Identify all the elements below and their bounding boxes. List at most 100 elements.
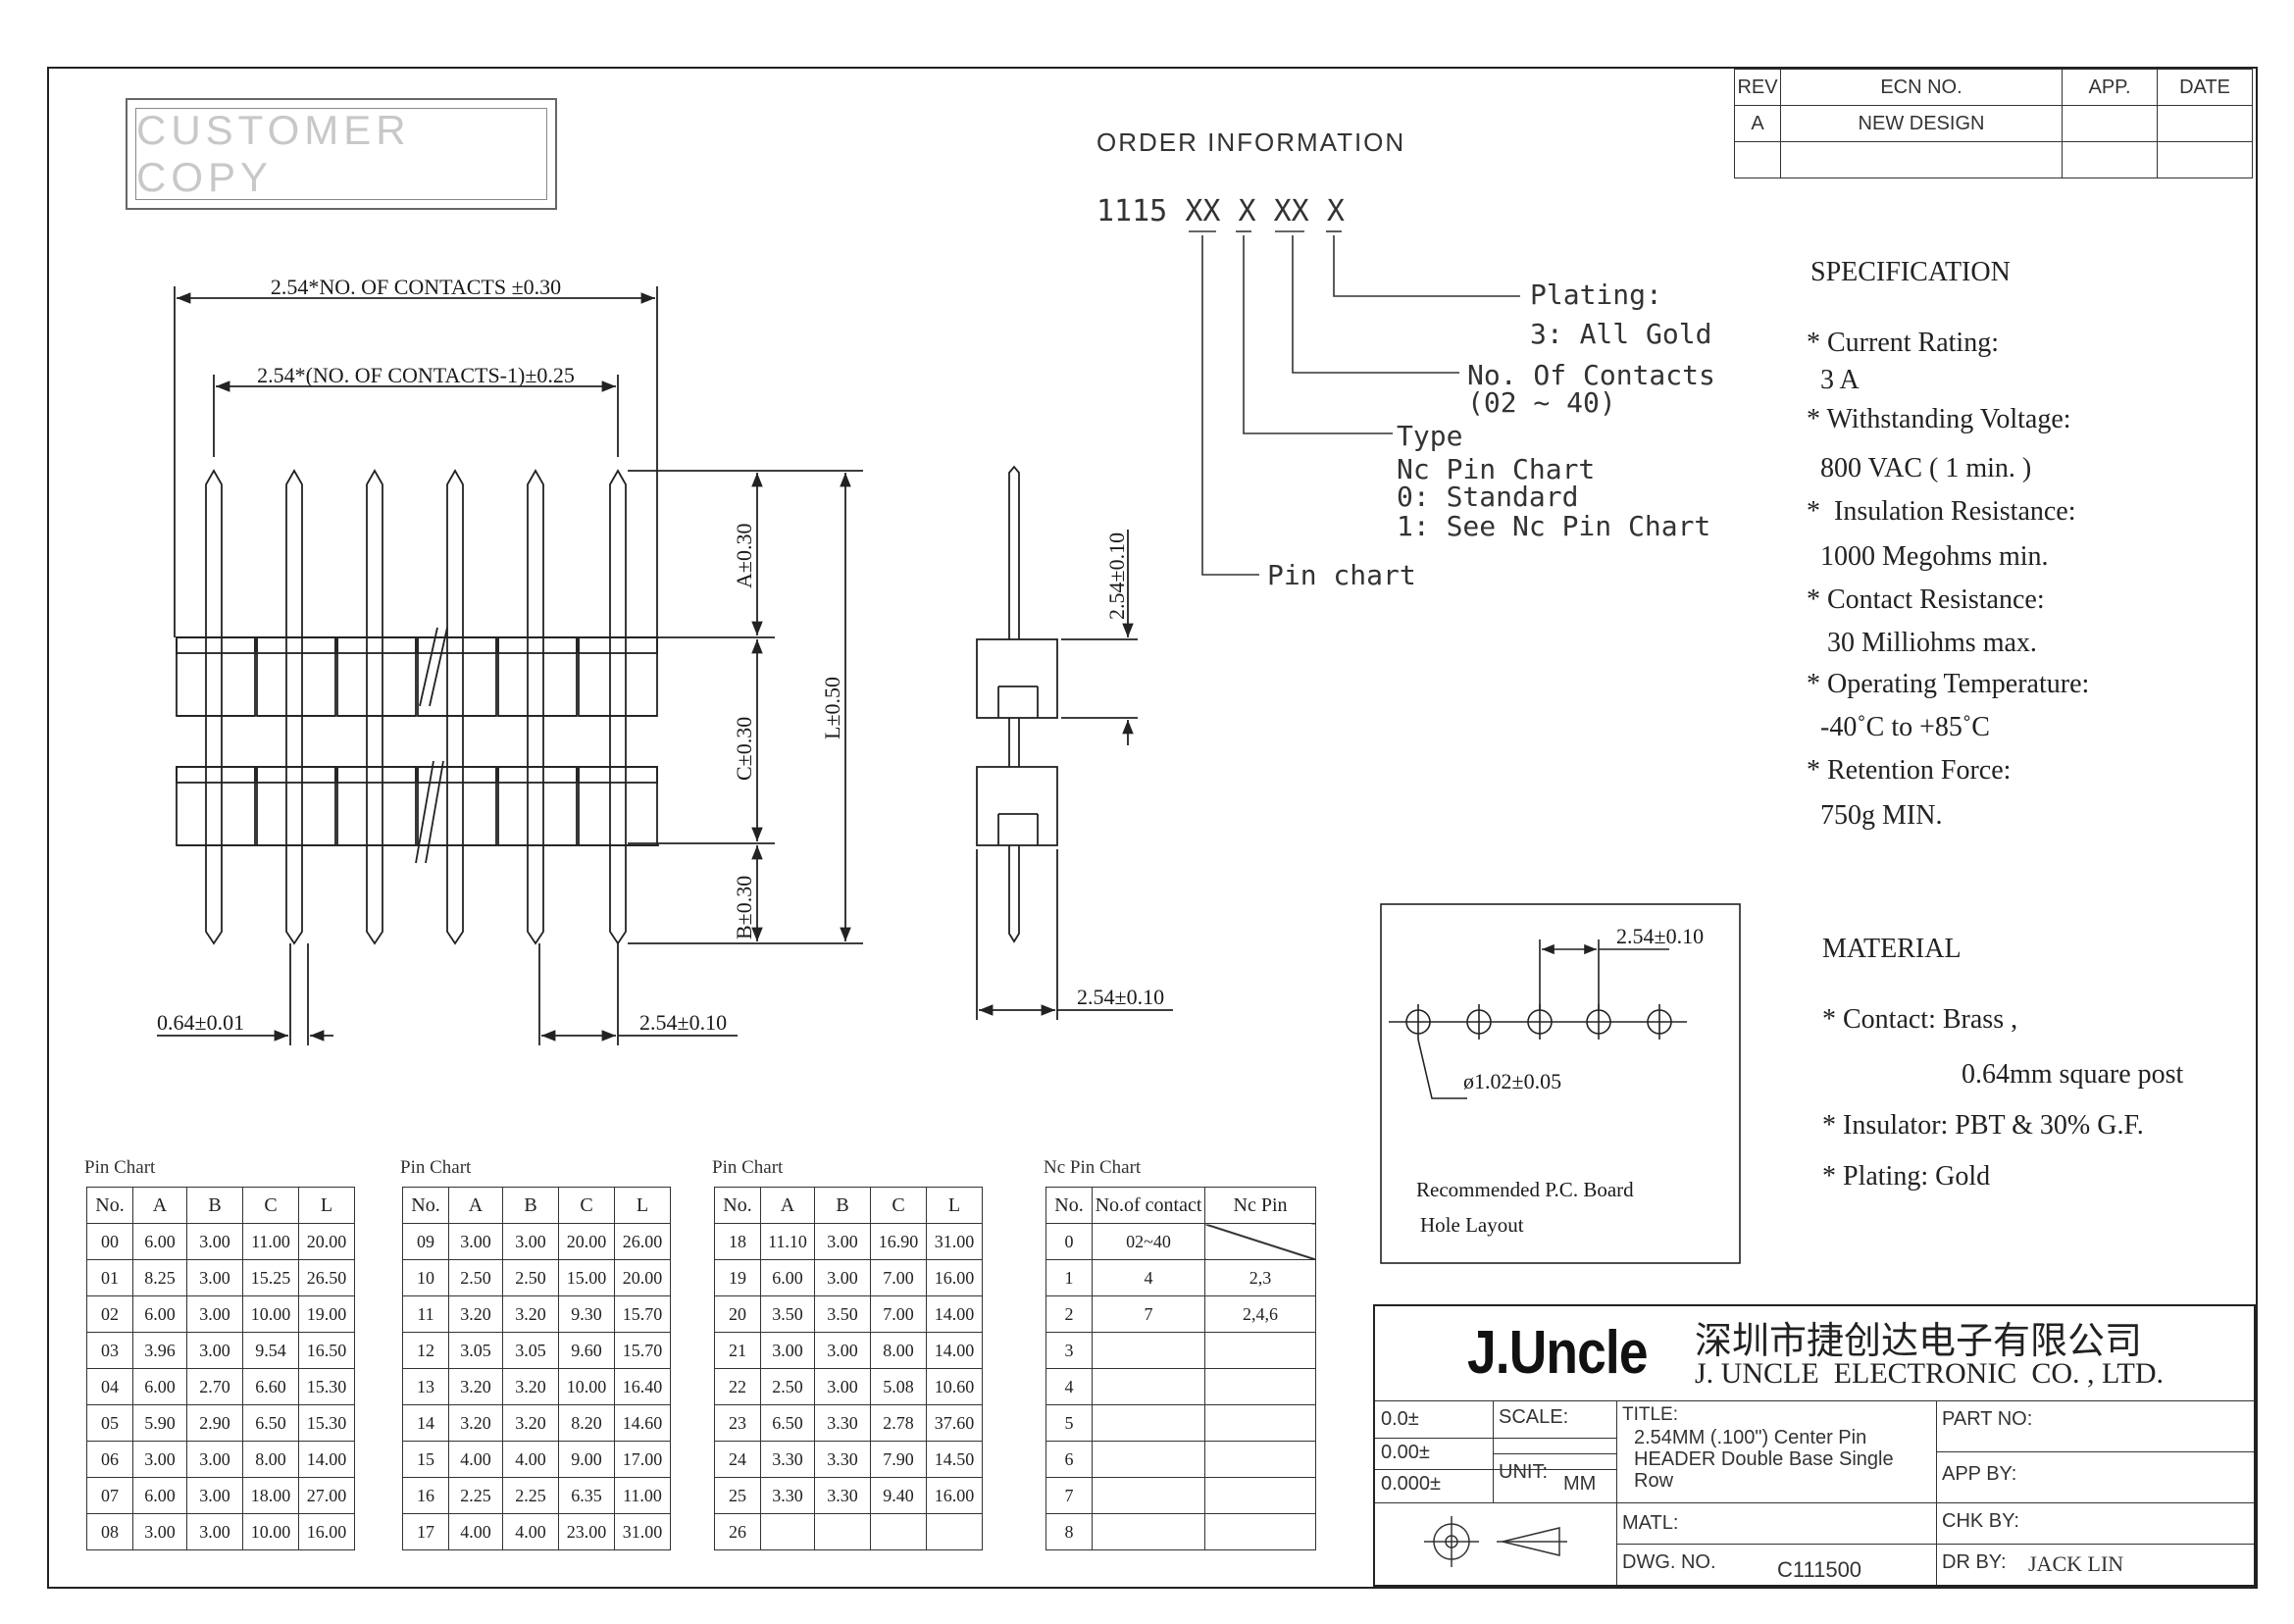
dim-l: L±0.50 xyxy=(820,677,844,739)
type-line: 1: See Nc Pin Chart xyxy=(1397,510,1711,542)
table-cell: 8 xyxy=(1045,1513,1093,1550)
table-cell: 3.00 xyxy=(186,1259,243,1296)
table-cell xyxy=(926,1513,983,1550)
column-header: L xyxy=(298,1187,355,1224)
tolerance-1: 0.0± xyxy=(1381,1408,1419,1430)
table-cell: 02 xyxy=(86,1295,133,1333)
unit-label: UNIT: xyxy=(1499,1461,1548,1483)
material-line: 0.64mm square post xyxy=(1962,1059,2184,1090)
table-cell: 2,4,6 xyxy=(1204,1295,1316,1333)
table-cell: 11.00 xyxy=(242,1223,299,1260)
column-header: B xyxy=(814,1187,871,1224)
side-view xyxy=(976,465,1173,1020)
table-cell: 3.30 xyxy=(814,1441,871,1478)
table-cell: 3.50 xyxy=(760,1295,815,1333)
material-title: MATERIAL xyxy=(1822,934,1962,964)
type-line: Nc Pin Chart xyxy=(1397,453,1596,485)
part-no-label: PART NO: xyxy=(1942,1408,2033,1430)
table-cell: 14.60 xyxy=(614,1404,671,1442)
dr-by-value: JACK LIN xyxy=(2028,1551,2124,1576)
table-cell xyxy=(1204,1477,1316,1514)
table-cell: 10 xyxy=(402,1259,449,1296)
table-cell: 2 xyxy=(1045,1295,1093,1333)
dim-a: A±0.30 xyxy=(732,524,756,588)
table-cell: 8.00 xyxy=(242,1441,299,1478)
table-cell: 11.10 xyxy=(760,1223,815,1260)
table-cell: 1 xyxy=(1045,1259,1093,1296)
table-cell: 3.00 xyxy=(814,1368,871,1405)
table-cell: 6.35 xyxy=(558,1477,615,1514)
table-cell xyxy=(1204,1513,1316,1550)
table-cell: 4.00 xyxy=(448,1513,503,1550)
table-cell: 2,3 xyxy=(1204,1259,1316,1296)
revision-table: REV ECN NO. APP. DATE A NEW DESIGN xyxy=(1734,69,2253,178)
table-cell: 15.30 xyxy=(298,1368,355,1405)
spec-line: 750g MIN. xyxy=(1807,800,1943,831)
dim-post: 0.64±0.01 xyxy=(157,1010,244,1035)
table-cell xyxy=(1204,1223,1316,1260)
chk-by-label: CHK BY: xyxy=(1942,1510,2019,1532)
table-cell: 4 xyxy=(1045,1368,1093,1405)
rev-header: REV xyxy=(1734,69,1781,106)
spec-line: * Current Rating: xyxy=(1807,328,1999,358)
tolerance-3: 0.000± xyxy=(1381,1473,1442,1495)
table-row: 26 xyxy=(714,1513,983,1550)
unit-value: MM xyxy=(1563,1473,1597,1495)
table-cell: 0 xyxy=(1045,1223,1093,1260)
table-cell: 2.50 xyxy=(448,1259,503,1296)
table-cell: 3.20 xyxy=(448,1368,503,1405)
table-cell xyxy=(1092,1513,1205,1550)
table-cell: 5.08 xyxy=(870,1368,927,1405)
order-code-part: XX xyxy=(1273,194,1309,228)
table-cell: 18 xyxy=(714,1223,761,1260)
title-label: TITLE: xyxy=(1622,1404,1679,1425)
table-cell: 9.00 xyxy=(558,1441,615,1478)
table-cell: 3.20 xyxy=(448,1295,503,1333)
table-cell: 22 xyxy=(714,1368,761,1405)
table-cell: 5.90 xyxy=(132,1404,187,1442)
table-cell: 7 xyxy=(1045,1477,1093,1514)
table-cell: 04 xyxy=(86,1368,133,1405)
table-cell xyxy=(1204,1332,1316,1369)
column-header: Nc Pin xyxy=(1204,1187,1316,1224)
table-cell: 14.00 xyxy=(926,1295,983,1333)
table-cell: 15.25 xyxy=(242,1259,299,1296)
table-cell: 3.30 xyxy=(760,1441,815,1478)
date-cell xyxy=(2157,141,2253,178)
dim-c: C±0.30 xyxy=(732,717,756,781)
spec-line: * Withstanding Voltage: xyxy=(1807,404,2071,434)
table-cell: 6.60 xyxy=(242,1368,299,1405)
table-cell: 6.00 xyxy=(132,1295,187,1333)
table-cell: 21 xyxy=(714,1332,761,1369)
customer-copy-stamp: CUSTOMER COPY xyxy=(126,98,557,210)
dwg-label: DWG. NO. xyxy=(1622,1551,1716,1573)
table-cell: 10.00 xyxy=(558,1368,615,1405)
table-cell: 08 xyxy=(86,1513,133,1550)
table-cell: 9.60 xyxy=(558,1332,615,1369)
table-cell: 19.00 xyxy=(298,1295,355,1333)
table-cell: 6.00 xyxy=(132,1368,187,1405)
column-header: A xyxy=(448,1187,503,1224)
table-cell: 16 xyxy=(402,1477,449,1514)
table-cell: 9.54 xyxy=(242,1332,299,1369)
table-cell: 3.00 xyxy=(186,1441,243,1478)
customer-copy-text: CUSTOMER COPY xyxy=(135,107,547,200)
column-header: A xyxy=(132,1187,187,1224)
table-cell: 15.70 xyxy=(614,1295,671,1333)
table-cell xyxy=(1092,1332,1205,1369)
